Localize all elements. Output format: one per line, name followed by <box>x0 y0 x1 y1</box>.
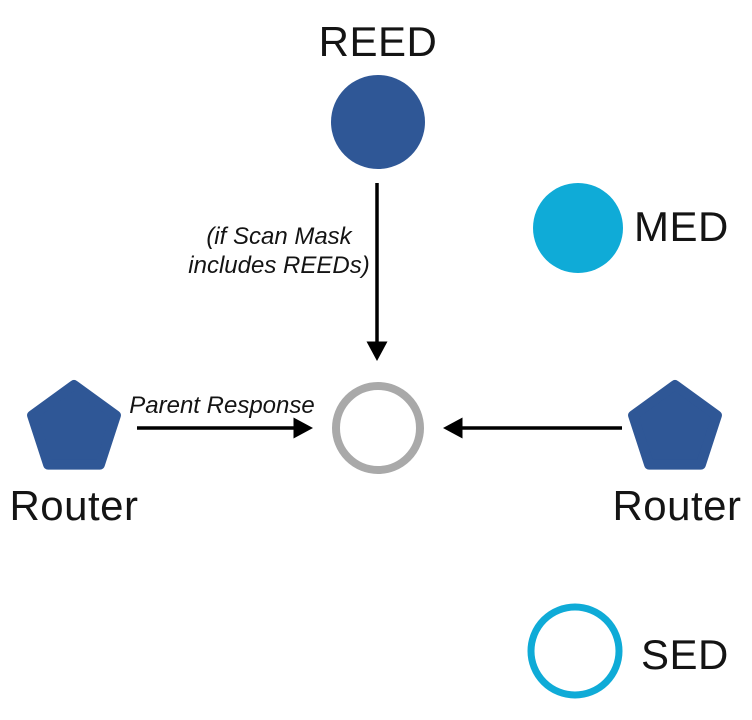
router-left-label: Router <box>9 482 139 529</box>
router-left-pentagon <box>27 380 121 470</box>
router-right-label: Router <box>612 482 742 529</box>
scan-mask-annotation: (if Scan Mask includes REEDs) <box>159 222 399 280</box>
arrow-router-right-to-center <box>443 417 622 439</box>
med-label: MED <box>634 203 729 250</box>
med-node-circle <box>533 183 623 273</box>
sed-label: SED <box>641 631 729 678</box>
center-node-circle <box>332 382 424 474</box>
arrow-router-left-to-center <box>137 417 313 439</box>
arrow-reed-to-center <box>366 183 388 361</box>
router-right-pentagon <box>628 380 722 470</box>
reed-node-circle <box>331 75 425 169</box>
scan-mask-annotation-line2: includes REEDs) <box>188 252 370 279</box>
sed-node-circle <box>527 603 623 699</box>
scan-mask-annotation-line1: (if Scan Mask <box>206 223 352 250</box>
reed-label: REED <box>318 18 438 65</box>
parent-response-annotation: Parent Response <box>129 392 315 419</box>
